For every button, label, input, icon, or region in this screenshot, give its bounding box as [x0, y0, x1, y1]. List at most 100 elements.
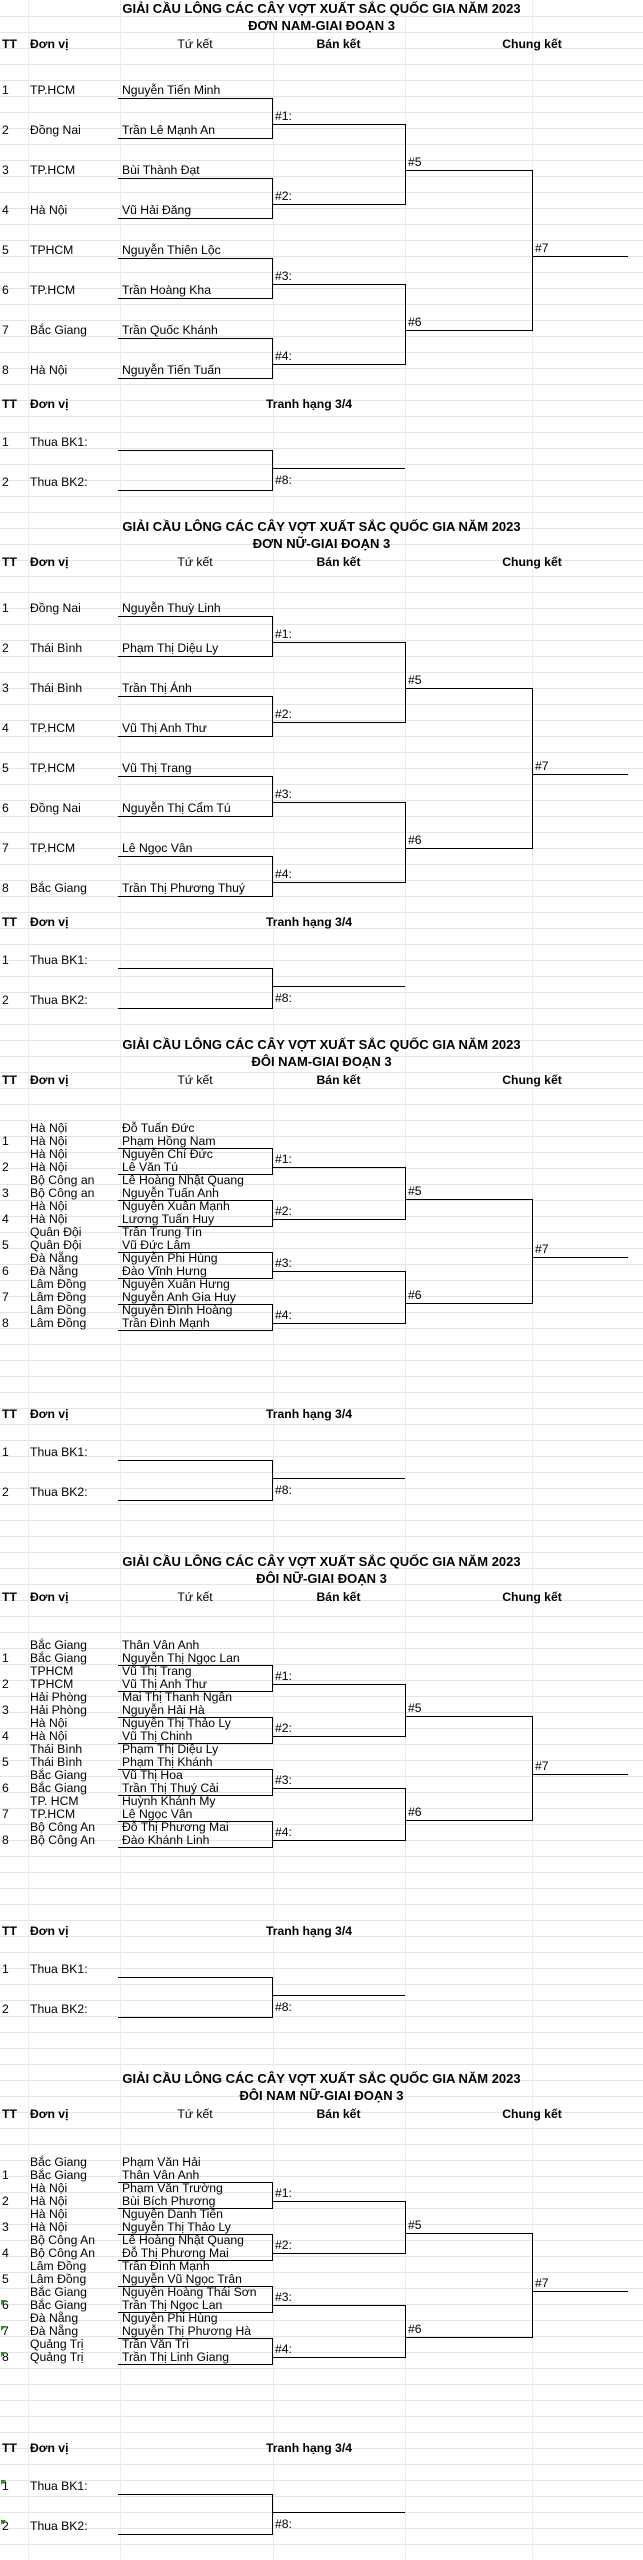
grid-row-line	[0, 2288, 643, 2289]
grid-row-line	[0, 1936, 643, 1937]
player-name: Trần Quốc Khánh	[122, 323, 218, 337]
grid-row-line	[0, 816, 643, 817]
entry-underline	[118, 856, 272, 857]
match-label-qf-2: #2:	[275, 707, 292, 721]
grid-row-line	[0, 944, 643, 945]
team-unit: Thái Bình	[30, 681, 83, 695]
grid-row-line	[0, 1712, 643, 1713]
grid-row-line	[0, 432, 643, 433]
grid-column-line	[120, 0, 121, 2560]
team-unit: Bộ Công an	[30, 1173, 95, 1187]
match-line	[272, 1167, 405, 1168]
bracket-line	[272, 1821, 273, 1848]
column-header-unit: Đơn vị	[30, 397, 69, 411]
match-line	[272, 2201, 405, 2202]
grid-row-line	[0, 720, 643, 721]
bracket-line	[272, 1304, 273, 1331]
column-header-unit: Đơn vị	[30, 2107, 69, 2121]
seed-number: 2	[2, 1677, 9, 1691]
column-header-tt: TT	[2, 37, 17, 51]
player-name: Vũ Thị Trang	[122, 761, 192, 775]
team-unit: Bắc Giang	[30, 1638, 87, 1652]
bracket-line	[272, 2286, 273, 2313]
sheet-title: GIẢI CẦU LÔNG CÁC CÂY VỢT XUẤT SẮC QUỐC …	[122, 519, 521, 534]
column-header-unit: Đơn vị	[30, 1073, 69, 1087]
seed-number: 1	[2, 953, 9, 967]
grid-row-line	[0, 672, 643, 673]
match-label-sf-5: #5	[408, 155, 422, 169]
seed-number: 3	[2, 1703, 9, 1717]
player-name: Vũ Hải Đăng	[122, 203, 192, 217]
grid-row-line	[0, 2176, 643, 2177]
match-line	[272, 1271, 405, 1272]
match-label-qf-2: #2:	[275, 1721, 292, 1735]
grid-row-line	[0, 1344, 643, 1345]
entry-underline	[118, 2234, 272, 2235]
bracket-line	[405, 284, 406, 365]
team-unit: TPHCM	[30, 243, 74, 257]
match-label-final: #7	[535, 241, 549, 255]
bracket-line	[272, 258, 273, 299]
match-line	[272, 642, 405, 643]
entry-underline	[118, 776, 272, 777]
team-unit: Bộ Công An	[30, 1833, 96, 1847]
grid-row-line	[0, 1136, 643, 1137]
seed-number: 1	[2, 1962, 9, 1976]
sheet-title: GIẢI CẦU LÔNG CÁC CÂY VỢT XUẤT SẮC QUỐC …	[122, 1037, 521, 1052]
grid-row-line	[0, 2416, 643, 2417]
bracket-line	[272, 1460, 273, 1501]
player-name: Nguyễn Thị Thảo Ly	[122, 2220, 231, 2234]
team-unit: Bắc Giang	[30, 881, 87, 895]
grid-row-line	[0, 544, 643, 545]
seed-number: 3	[2, 163, 9, 177]
grid-row-line	[0, 1168, 643, 1169]
match-line	[272, 1323, 405, 1324]
grid-row-line	[0, 528, 643, 529]
team-unit: TPHCM	[30, 1677, 74, 1691]
grid-row-line	[0, 688, 643, 689]
match-line	[272, 986, 405, 987]
grid-row-line	[0, 1408, 643, 1409]
match-line	[405, 848, 532, 849]
team-unit: Đồng Nai	[30, 123, 81, 137]
player-name: Nguyễn Xuân Mạnh	[122, 1199, 230, 1213]
team-unit: Đà Nẵng	[30, 2311, 79, 2325]
entry-underline	[118, 2286, 272, 2287]
player-name: Đỗ Thị Phương Mai	[122, 1820, 229, 1834]
grid-row-line	[0, 160, 643, 161]
grid-row-line	[0, 880, 643, 881]
seed-number: 8	[2, 1833, 9, 1847]
match-label-qf-4: #4:	[275, 1308, 292, 1322]
team-unit: Bộ Công An	[30, 1820, 96, 1834]
bracket-line	[405, 802, 406, 883]
match-label-qf-1: #1:	[275, 109, 292, 123]
entry-underline	[118, 298, 272, 299]
bracket-line	[272, 2234, 273, 2261]
section-subtitle: ĐÔI NAM-GIAI ĐOẠN 3	[251, 1054, 392, 1069]
grid-row-line	[0, 1184, 643, 1185]
match-label-qf-4: #4:	[275, 349, 292, 363]
bracket-line	[272, 338, 273, 379]
grid-row-line	[0, 2096, 643, 2097]
bracket-line	[272, 2182, 273, 2209]
grid-row-line	[0, 2304, 643, 2305]
seed-number: 2	[2, 1160, 9, 1174]
grid-row-line	[0, 1056, 643, 1057]
loser-sf2-label: Thua BK2:	[30, 2519, 88, 2533]
grid-row-line	[0, 1616, 643, 1617]
seed-number: 1	[2, 2479, 9, 2493]
match-line	[405, 2233, 532, 2234]
grid-row-line	[0, 608, 643, 609]
team-unit: Bắc Giang	[30, 323, 87, 337]
team-unit: Hà Nội	[30, 2207, 68, 2221]
team-unit: Đồng Nai	[30, 801, 81, 815]
player-name: Nguyễn Tiến Minh	[122, 83, 221, 97]
column-header-quarterfinal: Tứ kết	[177, 2107, 213, 2121]
team-unit: Lâm Đồng	[30, 1290, 87, 1304]
seed-number: 3	[2, 2220, 9, 2234]
column-header-tt: TT	[2, 1407, 17, 1421]
team-unit: Lâm Đồng	[30, 2259, 87, 2273]
team-unit: Hà Nội	[30, 2220, 68, 2234]
grid-row-line	[0, 2192, 643, 2193]
column-header-unit: Đơn vị	[30, 555, 69, 569]
